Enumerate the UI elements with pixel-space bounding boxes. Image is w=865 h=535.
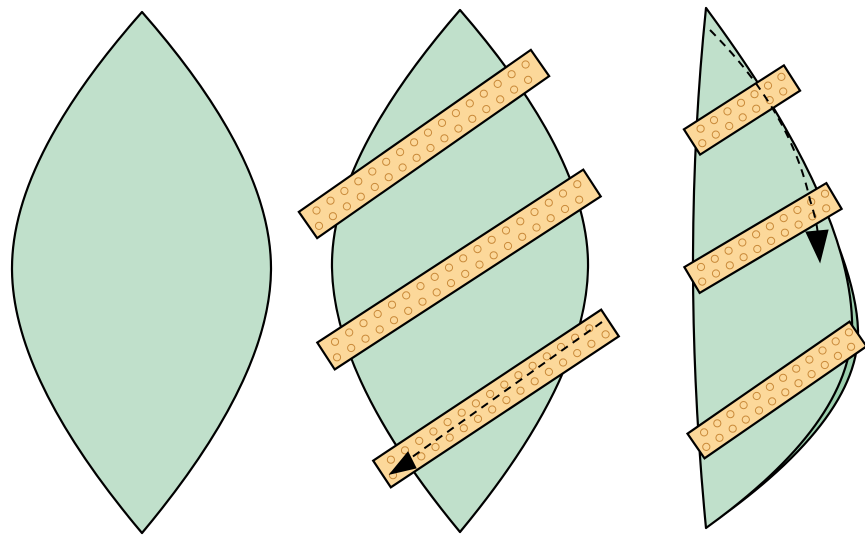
panel-flat-leaf — [12, 12, 271, 533]
panel-taped-leaf — [299, 10, 619, 532]
panel-folded-leaf — [684, 8, 865, 528]
flat-leaf-shape — [12, 12, 271, 533]
